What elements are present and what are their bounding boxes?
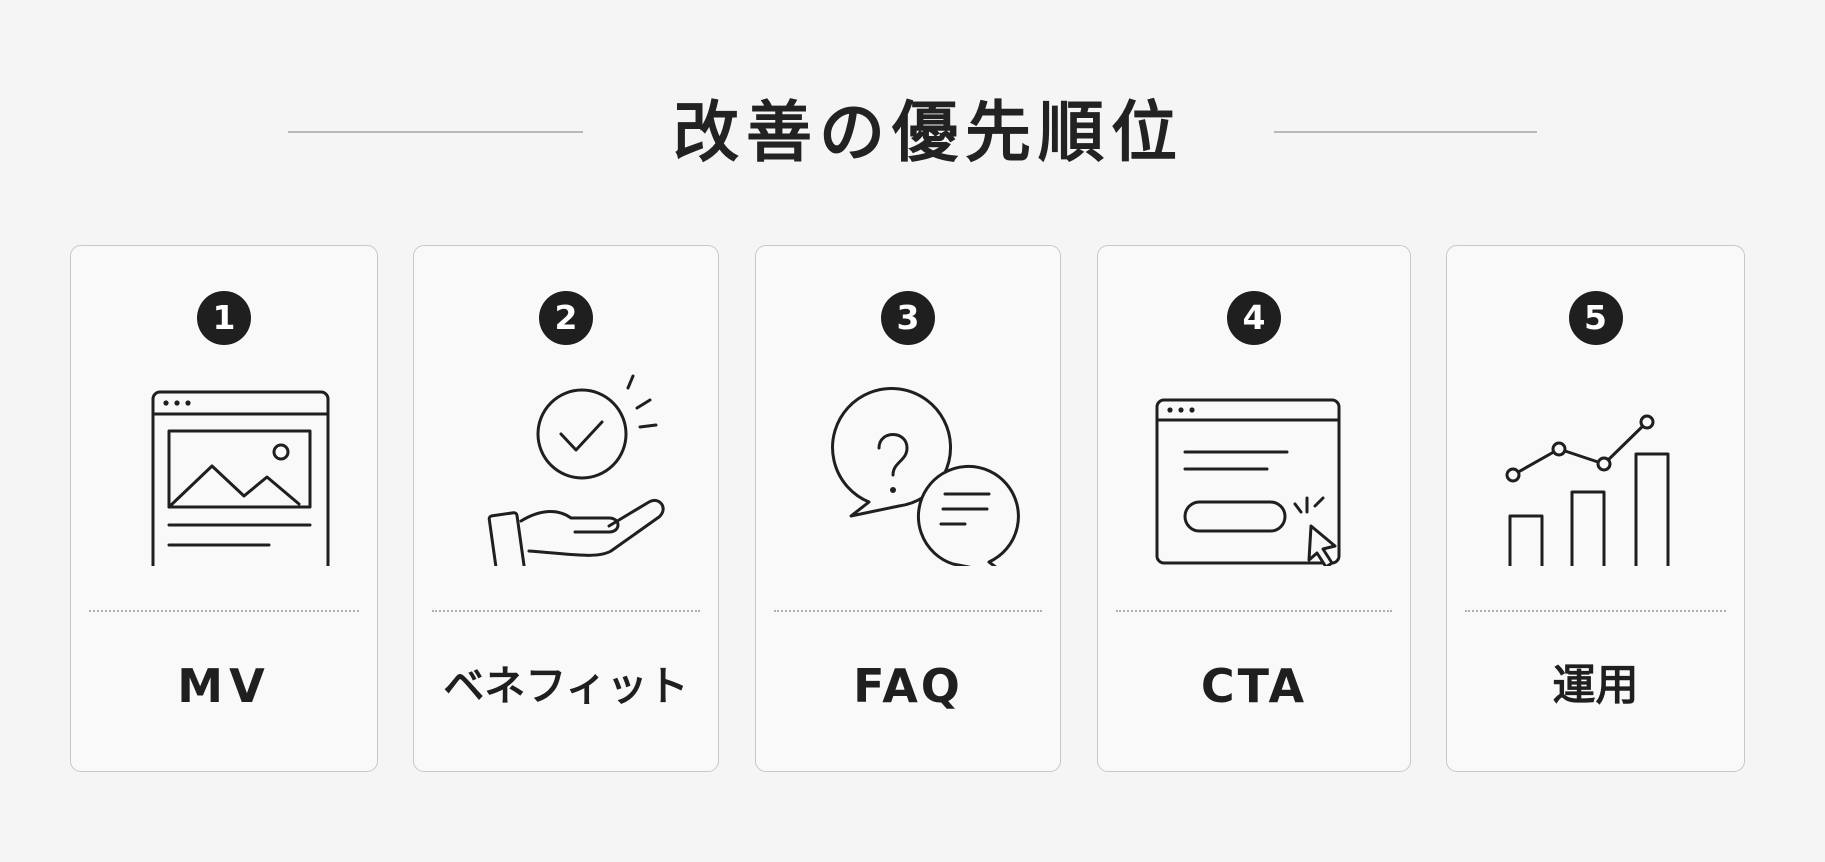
priority-number-badge: 2: [539, 291, 593, 345]
card-divider: [89, 610, 359, 612]
card-divider: [1465, 610, 1726, 612]
card-divider: [774, 610, 1042, 612]
card-divider: [432, 610, 700, 612]
priority-label: CTA: [1200, 659, 1308, 713]
priority-label: MV: [177, 659, 271, 713]
priority-number-badge: 4: [1227, 291, 1281, 345]
browser-hero-image-icon: [109, 366, 339, 566]
speech-bubbles-question-icon: [793, 366, 1023, 566]
growth-bar-chart-icon: [1481, 366, 1711, 566]
priority-label: FAQ: [853, 659, 963, 713]
priority-number-badge: 1: [197, 291, 251, 345]
priority-number-badge: 3: [881, 291, 935, 345]
card-divider: [1116, 610, 1392, 612]
title-rule-left: [288, 131, 583, 133]
title-row: 改善の優先順位: [0, 88, 1825, 178]
priority-label: 運用: [1552, 661, 1639, 711]
priority-card-3: 3 FAQ: [755, 245, 1061, 772]
priority-label: ベネフィット: [443, 662, 689, 710]
browser-cta-click-icon: [1139, 366, 1369, 566]
priority-number-badge: 5: [1568, 291, 1623, 345]
priority-card-5: 5 運用: [1446, 245, 1745, 772]
hand-check-benefit-icon: [451, 366, 681, 566]
title-rule-right: [1274, 131, 1537, 133]
page-title: 改善の優先順位: [673, 94, 1184, 171]
priority-card-1: 1 MV: [70, 245, 378, 772]
priority-card-2: 2 ベネフィット: [413, 245, 719, 772]
priority-card-4: 4 CTA: [1097, 245, 1411, 772]
